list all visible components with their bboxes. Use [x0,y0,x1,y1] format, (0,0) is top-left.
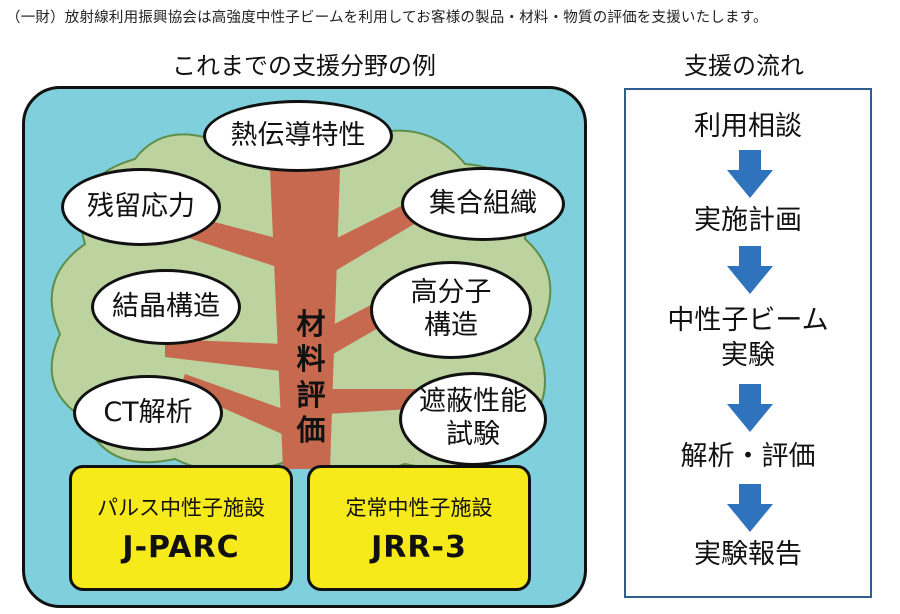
field-ct-analysis: CT解析 [73,375,223,451]
flow-step-report: 実験報告 [694,539,802,570]
down-arrow-icon [727,484,773,532]
field-shielding-test: 遮蔽性能 試験 [399,372,547,466]
right-heading: 支援の流れ [684,52,804,80]
field-crystal-structure: 結晶構造 [91,269,241,345]
field-thermal-conductivity: 熱伝導特性 [203,100,393,172]
flow-step-consultation: 利用相談 [694,111,802,142]
field-polymer-structure: 高分子 構造 [370,261,532,359]
left-heading: これまでの支援分野の例 [172,52,436,80]
header-text: （一財）放射線利用振興協会は高強度中性子ビームを利用してお客様の製品・材料・物質… [6,10,768,26]
facility-code: JRR-3 [371,529,467,565]
support-flow-panel: 利用相談 実施計画 中性子ビーム 実験 解析・評価 実験報告 [624,88,872,598]
down-arrow-icon [727,150,773,198]
facility-j-parc: パルス中性子施設 J-PARC [69,465,293,591]
field-residual-stress: 残留応力 [61,168,221,246]
tree-trunk [270,169,340,469]
facility-code: J-PARC [122,529,240,565]
facility-name: パルス中性子施設 [97,495,265,520]
field-texture: 集合組織 [401,167,565,241]
material-evaluation-label: 材 料 評 価 [296,307,326,448]
down-arrow-icon [727,384,773,432]
support-fields-panel: 熱伝導特性 残留応力 集合組織 結晶構造 高分子 構造 CT解析 遮蔽性能 試験… [22,86,587,608]
facility-jrr-3: 定常中性子施設 JRR-3 [307,465,531,591]
flow-step-plan: 実施計画 [694,205,802,236]
facility-name: 定常中性子施設 [345,495,493,520]
flow-step-analysis: 解析・評価 [680,441,816,472]
flow-step-neutron-experiment: 中性子ビーム 実験 [667,305,829,371]
down-arrow-icon [727,246,773,294]
tree-branch [165,339,283,371]
